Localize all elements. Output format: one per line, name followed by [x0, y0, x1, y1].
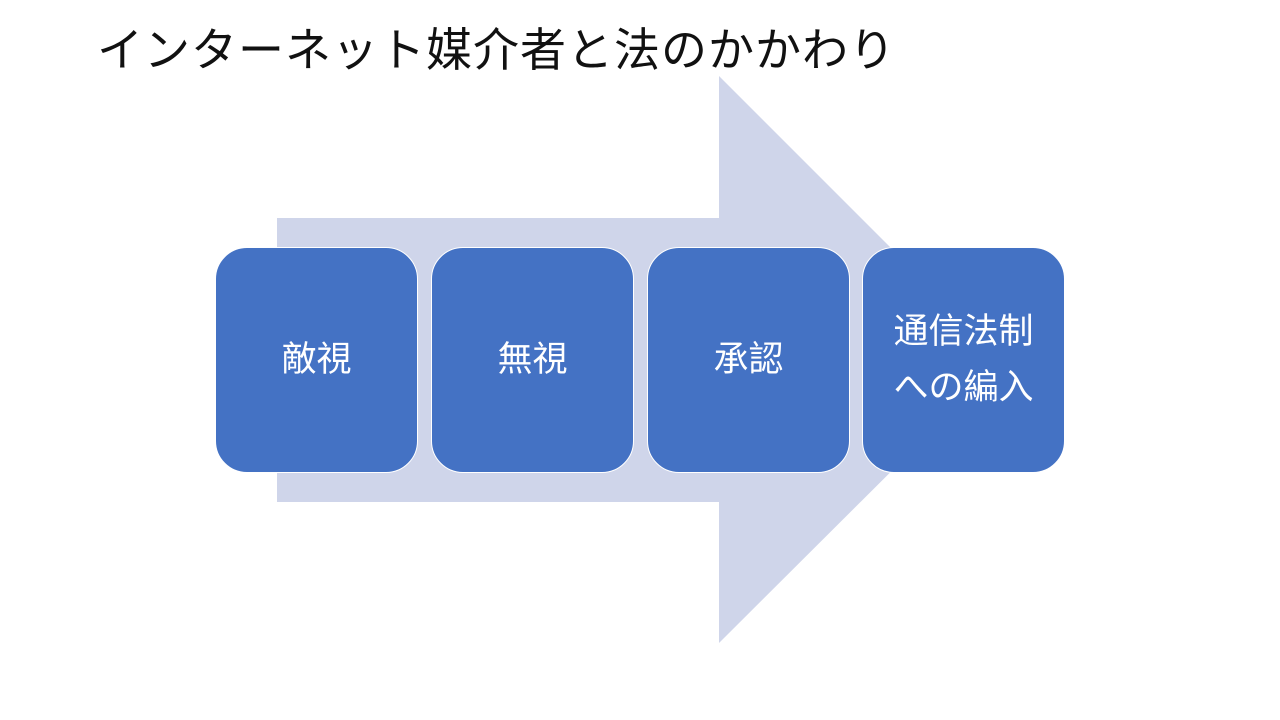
step-label: 無視: [497, 340, 568, 380]
step-box-1: 敵視: [215, 247, 418, 473]
step-box-3: 承認: [647, 247, 850, 473]
step-label: 通信法制への編入: [893, 312, 1034, 408]
step-box-4: 通信法制への編入: [862, 247, 1065, 473]
step-box-2: 無視: [431, 247, 634, 473]
step-label: 承認: [713, 340, 784, 380]
arrow-shape: [277, 76, 1003, 643]
step-label: 敵視: [281, 340, 352, 380]
slide-title: インターネット媒介者と法のかかわり: [97, 23, 896, 77]
